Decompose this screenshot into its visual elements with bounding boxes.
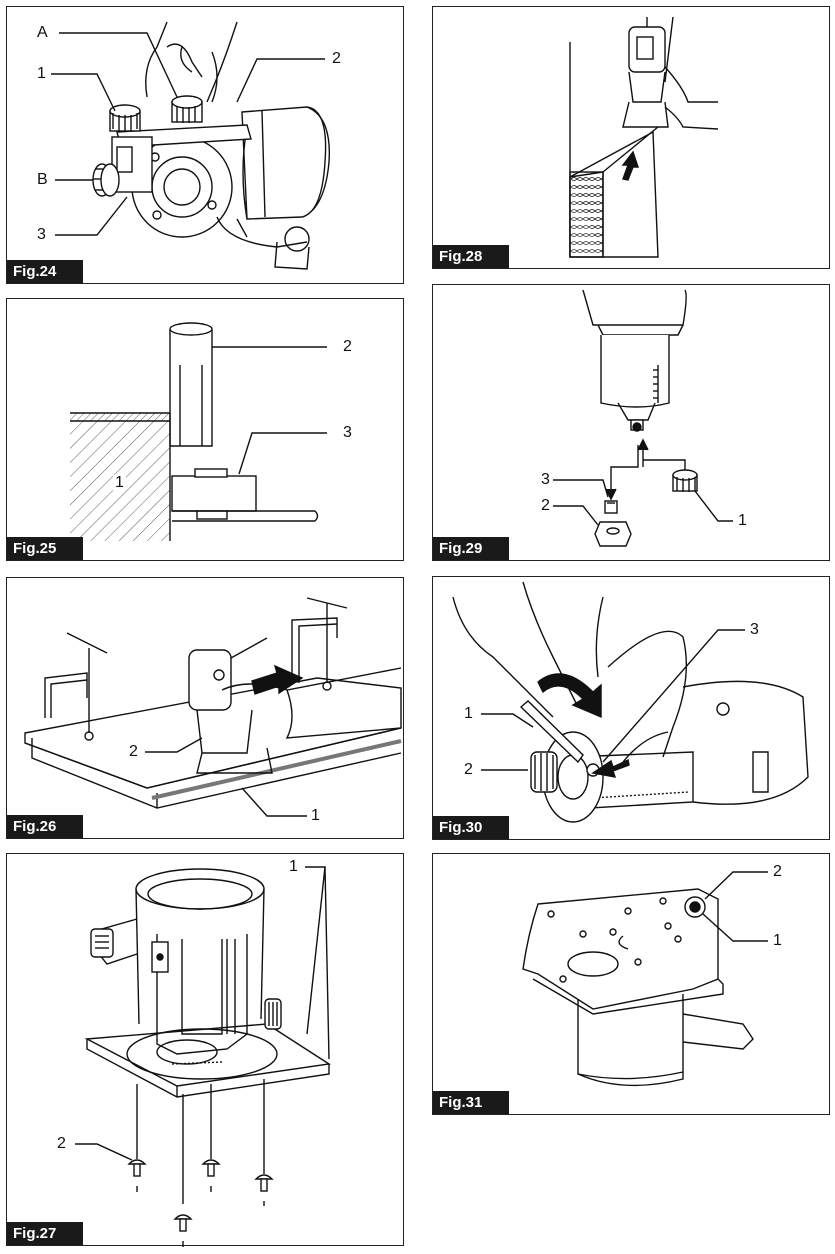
figure-30-panel: 3 1 2 Fig.30 (432, 576, 830, 840)
figure-26-panel: 2 1 Fig.26 (6, 577, 404, 839)
figure-25-drawing (70, 322, 327, 541)
figure-31-drawing (522, 871, 768, 1087)
callout-1: 1 (773, 932, 782, 949)
callout-1: 1 (113, 474, 126, 491)
figure-24-drawing (51, 21, 331, 270)
figure-label: Fig.25 (7, 537, 83, 560)
figure-label: Fig.31 (433, 1091, 509, 1114)
callout-1: 1 (311, 807, 320, 824)
figure-28-drawing (569, 16, 719, 258)
callout-1: 1 (37, 65, 46, 82)
figure-25-panel: 2 3 1 Fig.25 (6, 298, 404, 561)
figure-27-drawing (75, 866, 331, 1247)
callout-2: 2 (541, 497, 550, 514)
callout-3: 3 (750, 621, 759, 638)
callout-2: 2 (332, 50, 341, 67)
figure-label: Fig.30 (433, 816, 509, 839)
callout-2: 2 (343, 338, 352, 355)
callout-3: 3 (343, 424, 352, 441)
figure-29-drawing (553, 289, 733, 547)
callout-1: 1 (464, 705, 473, 722)
callout-2: 2 (773, 863, 782, 880)
figure-30-drawing (452, 581, 809, 823)
callout-2: 2 (57, 1135, 66, 1152)
figure-label: Fig.29 (433, 537, 509, 560)
figure-label: Fig.26 (7, 815, 83, 838)
figure-label: Fig.24 (7, 260, 83, 283)
figure-29-panel: 3 2 1 Fig.29 (432, 284, 830, 561)
figure-31-panel: 2 1 Fig.31 (432, 853, 830, 1115)
callout-2: 2 (129, 743, 138, 760)
figure-label: Fig.27 (7, 1222, 83, 1245)
callout-2: 2 (464, 761, 473, 778)
figure-28-panel: Fig.28 (432, 6, 830, 269)
callout-3: 3 (37, 226, 46, 243)
callout-1: 1 (289, 858, 298, 875)
figure-27-panel: 1 2 Fig.27 (6, 853, 404, 1247)
figure-label: Fig.28 (433, 245, 509, 268)
callout-1: 1 (738, 512, 747, 529)
callout-3: 3 (541, 471, 550, 488)
callout-B: B (37, 171, 48, 188)
figure-24-panel: A 1 2 B 3 Fig.24 (6, 6, 404, 284)
figure-26-drawing (24, 597, 402, 817)
callout-A: A (37, 24, 48, 41)
